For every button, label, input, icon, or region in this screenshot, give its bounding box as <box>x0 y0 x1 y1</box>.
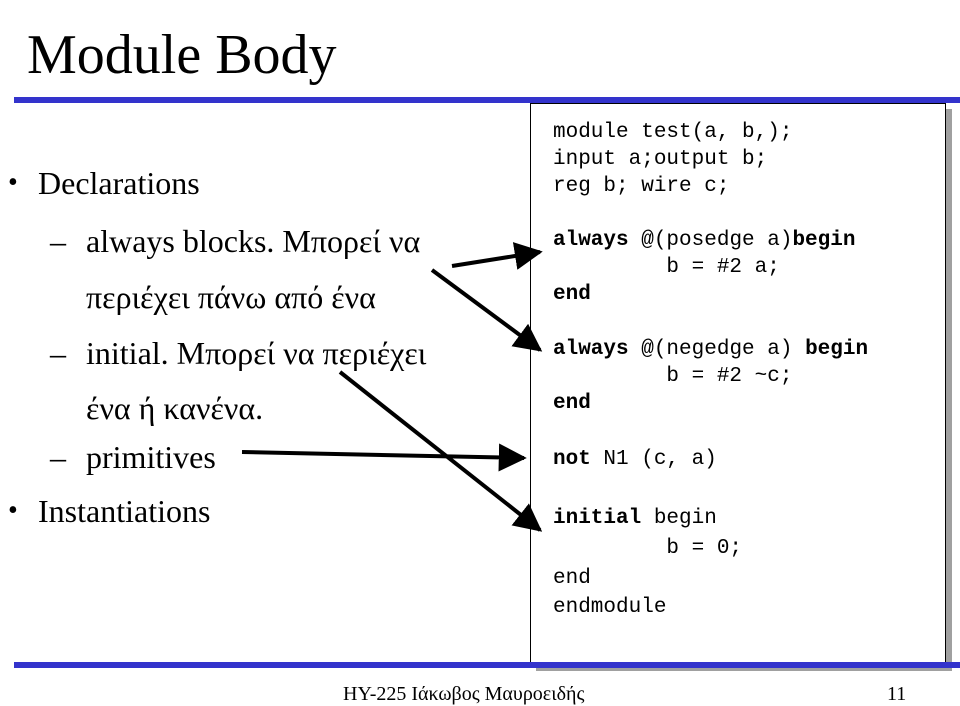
code-keyword: initial <box>553 507 642 530</box>
dash-marker: – <box>50 223 66 259</box>
code-keyword: begin <box>792 229 856 252</box>
code-keyword: not <box>553 448 591 471</box>
code-line: always @(negedge a) begin <box>553 337 868 363</box>
footer-page-number: 11 <box>887 683 907 705</box>
code-line: initial begin <box>553 506 717 532</box>
dash-marker: – <box>50 439 66 475</box>
code-line: b = #2 ~c; <box>553 365 793 388</box>
top-rule <box>14 97 960 103</box>
bullet-dot: • <box>8 167 18 198</box>
code-keyword: always <box>553 229 629 252</box>
sub-bullet-always: always blocks. Μπορεί να <box>86 223 421 259</box>
code-line: always @(posedge a)begin <box>553 228 855 254</box>
code-line: end <box>553 567 591 590</box>
code-line: b = 0; <box>553 537 743 560</box>
code-text: begin <box>641 507 717 530</box>
code-keyword: end <box>553 283 591 306</box>
sub-bullet-primitives: primitives <box>86 439 216 475</box>
arrow-to-not-primitive <box>241 443 527 472</box>
code-line: endmodule <box>553 596 667 619</box>
dash-marker: – <box>50 335 66 371</box>
footer-course: ΗΥ-225 Ιάκωβος Μαυροειδής <box>343 683 585 705</box>
arrow-to-initial <box>338 370 543 532</box>
bullet-list: • Declarations – always blocks. Μπορεί ν… <box>8 165 427 529</box>
code-line: reg b; wire c; <box>553 175 730 198</box>
bottom-rule <box>14 662 960 668</box>
bullet-instantiations: Instantiations <box>38 493 211 529</box>
code-line: input a;output b; <box>553 148 768 171</box>
bullet-dot: • <box>8 495 18 526</box>
code-box: module test(a, b,); input a;output b; re… <box>530 103 946 665</box>
code-line: end <box>553 282 591 308</box>
arrow-to-always-negedge <box>430 268 543 352</box>
code-text: @(negedge a) <box>628 338 806 361</box>
sub-bullet-initial-cont: ένα ή κανένα. <box>86 390 264 426</box>
code-text: @(posedge a) <box>628 229 793 252</box>
code-keyword: always <box>553 338 629 361</box>
code-text: N1 (c, a) <box>590 448 717 471</box>
code-keyword: end <box>553 392 591 415</box>
code-line: module test(a, b,); <box>553 121 793 144</box>
code-line: end <box>553 391 591 417</box>
arrow-to-always-posedge <box>451 242 543 270</box>
slide-title: Module Body <box>27 24 337 86</box>
code-line: b = #2 a; <box>553 256 780 279</box>
code-line: not N1 (c, a) <box>553 447 717 473</box>
bullet-declarations: Declarations <box>38 165 200 201</box>
code-keyword: begin <box>805 338 869 361</box>
sub-bullet-initial: initial. Μπορεί να περιέχει <box>86 335 427 371</box>
sub-bullet-always-cont: περιέχει πάνω από ένα <box>86 279 376 315</box>
